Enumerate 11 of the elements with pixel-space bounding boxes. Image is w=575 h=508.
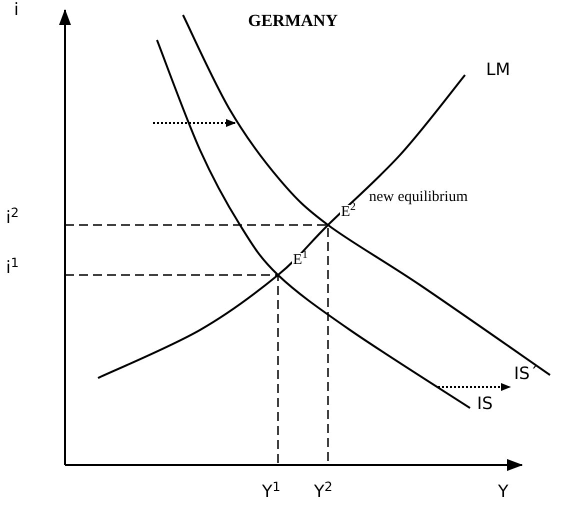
chart-title: GERMANY <box>248 10 338 32</box>
tick-label: Y$^{2}$ <box>314 484 333 501</box>
tick-label: i$^{2}$ <box>6 210 19 227</box>
axis-label: i <box>14 2 19 19</box>
tick-label: Y$^{1}$ <box>262 484 281 501</box>
axis-label: Y <box>498 484 508 501</box>
curve-label: IS <box>477 396 493 413</box>
tick-label: i$^{1}$ <box>6 260 19 277</box>
curve-label: LM <box>486 62 510 79</box>
curve-label: IS´ <box>514 366 538 383</box>
annotation: new equilibrium <box>368 190 469 205</box>
